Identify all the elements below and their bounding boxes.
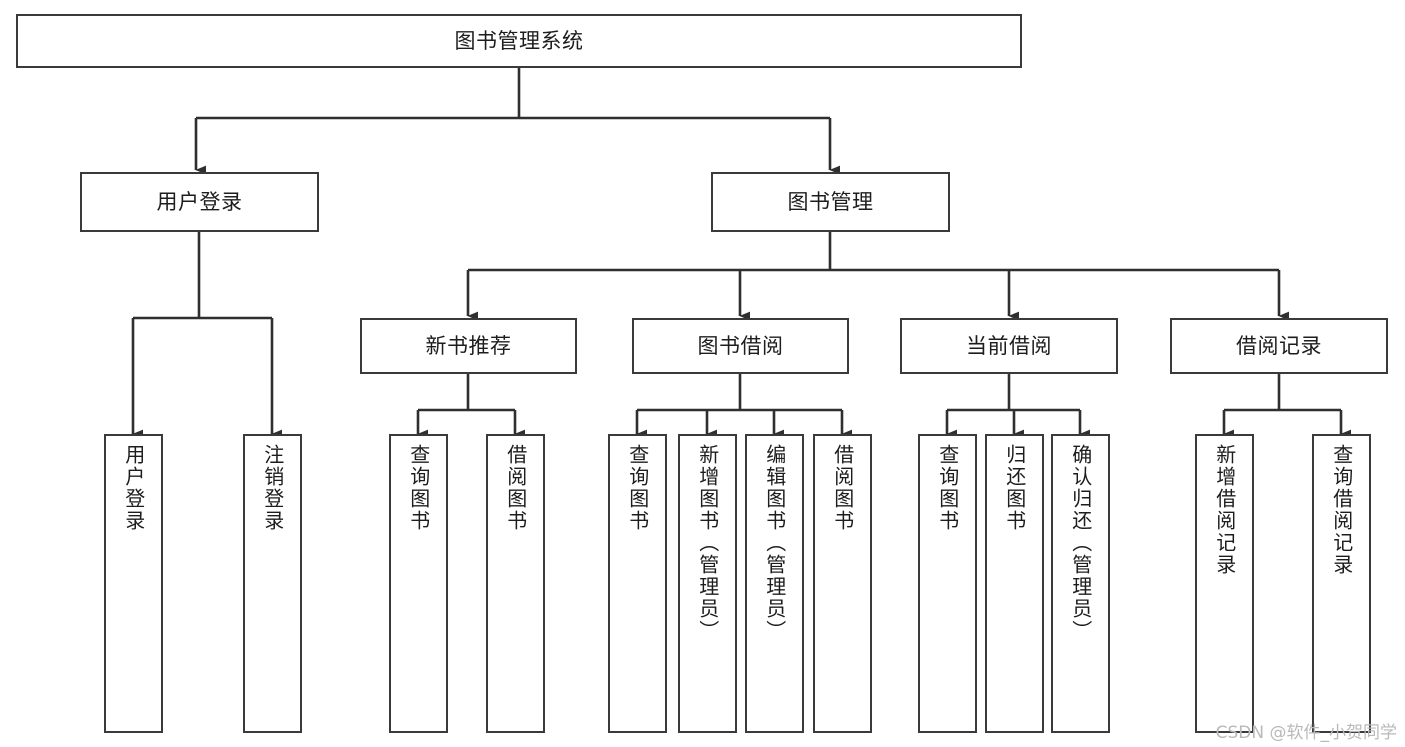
node-label: 查询图书 bbox=[935, 444, 960, 532]
node-label: 借阅图书 bbox=[830, 444, 855, 532]
node-leaf-user-login[interactable]: 用户登录 bbox=[104, 434, 163, 733]
node-label: 当前借阅 bbox=[966, 333, 1052, 358]
node-leaf-borrow-book-2[interactable]: 借阅图书 bbox=[813, 434, 872, 733]
node-leaf-logout-login[interactable]: 注销登录 bbox=[243, 434, 302, 733]
node-leaf-query-book-2[interactable]: 查询图书 bbox=[608, 434, 667, 733]
node-current-borrow[interactable]: 当前借阅 bbox=[900, 318, 1118, 374]
node-label: 图书管理系统 bbox=[454, 28, 584, 53]
node-label: 编辑图书（管理员） bbox=[762, 444, 787, 642]
node-leaf-confirm-return[interactable]: 确认归还（管理员） bbox=[1051, 434, 1110, 733]
node-label: 借阅图书 bbox=[503, 444, 528, 532]
node-root-system[interactable]: 图书管理系统 bbox=[16, 14, 1022, 68]
node-label: 用户登录 bbox=[156, 189, 243, 214]
node-leaf-return-book[interactable]: 归还图书 bbox=[985, 434, 1044, 733]
node-leaf-query-book-1[interactable]: 查询图书 bbox=[389, 434, 448, 733]
node-leaf-query-book-3[interactable]: 查询图书 bbox=[918, 434, 977, 733]
node-label: 确认归还（管理员） bbox=[1068, 444, 1093, 642]
node-new-book-recommend[interactable]: 新书推荐 bbox=[360, 318, 577, 374]
node-leaf-borrow-book-1[interactable]: 借阅图书 bbox=[486, 434, 545, 733]
node-label: 新增图书（管理员） bbox=[695, 444, 720, 642]
node-label: 用户登录 bbox=[121, 444, 146, 532]
node-label: 查询图书 bbox=[625, 444, 650, 532]
node-leaf-add-book[interactable]: 新增图书（管理员） bbox=[678, 434, 737, 733]
node-user-login[interactable]: 用户登录 bbox=[80, 172, 319, 232]
node-label: 新书推荐 bbox=[425, 333, 512, 358]
node-label: 归还图书 bbox=[1002, 444, 1027, 532]
node-label: 图书管理 bbox=[787, 189, 874, 214]
node-label: 查询借阅记录 bbox=[1329, 444, 1354, 576]
node-label: 图书借阅 bbox=[697, 333, 784, 358]
node-label: 注销登录 bbox=[260, 444, 285, 532]
node-label: 查询图书 bbox=[406, 444, 431, 532]
node-label: 借阅记录 bbox=[1236, 333, 1322, 358]
node-label: 新增借阅记录 bbox=[1212, 444, 1237, 576]
node-book-borrow[interactable]: 图书借阅 bbox=[632, 318, 849, 374]
node-book-management[interactable]: 图书管理 bbox=[711, 172, 950, 232]
node-borrow-record[interactable]: 借阅记录 bbox=[1170, 318, 1388, 374]
node-leaf-add-record[interactable]: 新增借阅记录 bbox=[1195, 434, 1254, 733]
node-leaf-query-record[interactable]: 查询借阅记录 bbox=[1312, 434, 1371, 733]
node-leaf-edit-book[interactable]: 编辑图书（管理员） bbox=[745, 434, 804, 733]
